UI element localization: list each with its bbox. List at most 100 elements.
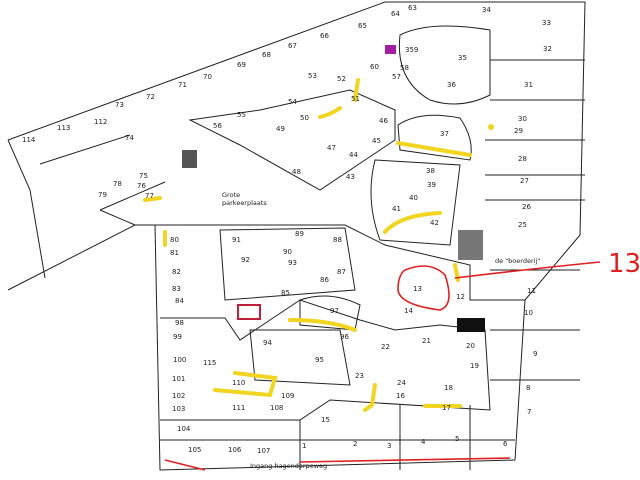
plot-number-84: 84 bbox=[175, 297, 184, 305]
plot-number-32: 32 bbox=[543, 45, 552, 53]
plot-number-9: 9 bbox=[533, 350, 537, 358]
plot-number-25: 25 bbox=[518, 221, 527, 229]
plot-number-95: 95 bbox=[315, 356, 324, 364]
plot-number-30: 30 bbox=[518, 115, 527, 123]
plot-number-5: 5 bbox=[455, 435, 459, 443]
plot-number-72: 72 bbox=[146, 93, 155, 101]
plot-number-67: 67 bbox=[288, 42, 297, 50]
plot-number-50: 50 bbox=[300, 114, 309, 122]
plot-number-44: 44 bbox=[349, 151, 358, 159]
farm-label: de "boerderij" bbox=[495, 257, 540, 265]
plot-number-74: 74 bbox=[125, 134, 134, 142]
plot-number-51: 51 bbox=[351, 95, 360, 103]
plot-number-109: 109 bbox=[281, 392, 294, 400]
marked-building bbox=[237, 304, 261, 320]
plot-number-87: 87 bbox=[337, 268, 346, 276]
plot-number-6: 6 bbox=[503, 440, 508, 448]
plot-number-90: 90 bbox=[283, 248, 292, 256]
plot-number-38: 38 bbox=[426, 167, 435, 175]
plot-number-70: 70 bbox=[203, 73, 212, 81]
plot-number-52: 52 bbox=[337, 75, 346, 83]
plot-number-114: 114 bbox=[22, 136, 36, 144]
plot-number-107: 107 bbox=[257, 447, 270, 455]
plot-number-100: 100 bbox=[173, 356, 186, 364]
plot-number-112: 112 bbox=[94, 118, 107, 126]
plot-number-82: 82 bbox=[172, 268, 181, 276]
entrance-label: Ingang hagendorpeweg bbox=[250, 462, 327, 470]
plot-number-73: 73 bbox=[115, 101, 124, 109]
plot-number-24: 24 bbox=[397, 379, 406, 387]
plot-number-28: 28 bbox=[518, 155, 527, 163]
parking-label-2: parkeerplaats bbox=[222, 199, 267, 207]
plot-number-45: 45 bbox=[372, 137, 381, 145]
plot-number-102: 102 bbox=[172, 392, 185, 400]
plot-number-13: 13 bbox=[413, 285, 422, 293]
plot-number-33: 33 bbox=[542, 19, 551, 27]
annotation-number: 13 bbox=[608, 249, 640, 279]
plot-number-76: 76 bbox=[137, 182, 146, 190]
plot-number-16: 16 bbox=[396, 392, 405, 400]
plot-number-26: 26 bbox=[522, 203, 531, 211]
plot-number-58: 58 bbox=[400, 64, 409, 72]
plot-number-359: 359 bbox=[405, 46, 418, 54]
plot-number-40: 40 bbox=[409, 194, 418, 202]
plot-number-15: 15 bbox=[321, 416, 330, 424]
plot-number-111: 111 bbox=[232, 404, 245, 412]
plot-number-36: 36 bbox=[447, 81, 456, 89]
plot-number-99: 99 bbox=[173, 333, 182, 341]
plot-number-48: 48 bbox=[292, 168, 301, 176]
plot-number-4: 4 bbox=[421, 438, 426, 446]
plot-number-97: 97 bbox=[330, 307, 339, 315]
plot-number-20: 20 bbox=[466, 342, 475, 350]
plot-number-39: 39 bbox=[427, 181, 436, 189]
plot-number-18: 18 bbox=[444, 384, 453, 392]
plot-number-42: 42 bbox=[430, 219, 439, 227]
plot-number-81: 81 bbox=[170, 249, 179, 257]
plot-number-17: 17 bbox=[442, 404, 451, 412]
plot-number-86: 86 bbox=[320, 276, 329, 284]
plot-number-75: 75 bbox=[139, 172, 148, 180]
plot-number-49: 49 bbox=[276, 125, 285, 133]
plot-number-22: 22 bbox=[381, 343, 390, 351]
plot-number-31: 31 bbox=[524, 81, 533, 89]
plot-number-88: 88 bbox=[333, 236, 342, 244]
storage-building bbox=[457, 318, 485, 332]
plot-number-55: 55 bbox=[237, 111, 246, 119]
plot-number-37: 37 bbox=[440, 130, 449, 138]
plot-number-80: 80 bbox=[170, 236, 179, 244]
plot-number-47: 47 bbox=[327, 144, 336, 152]
plot-number-92: 92 bbox=[241, 256, 250, 264]
plot-number-91: 91 bbox=[232, 236, 241, 244]
community-building bbox=[182, 150, 197, 168]
plot-number-2: 2 bbox=[353, 440, 357, 448]
plot-number-41: 41 bbox=[392, 205, 401, 213]
plot-number-11: 11 bbox=[527, 287, 536, 295]
plot-number-65: 65 bbox=[358, 22, 367, 30]
buildings bbox=[182, 45, 485, 332]
plot-number-98: 98 bbox=[175, 319, 184, 327]
plot-number-7: 7 bbox=[527, 408, 531, 416]
plot-number-66: 66 bbox=[320, 32, 329, 40]
plot-number-93: 93 bbox=[288, 259, 297, 267]
plot-number-85: 85 bbox=[281, 289, 290, 297]
plot-number-113: 113 bbox=[57, 124, 70, 132]
plot-number-3: 3 bbox=[387, 442, 391, 450]
plot-number-89: 89 bbox=[295, 230, 304, 238]
plot-number-64: 64 bbox=[391, 10, 400, 18]
plot-number-96: 96 bbox=[340, 333, 349, 341]
plot-number-43: 43 bbox=[346, 173, 355, 181]
plot-number-14: 14 bbox=[404, 307, 413, 315]
plot-number-54: 54 bbox=[288, 98, 297, 106]
plot-number-34: 34 bbox=[482, 6, 491, 14]
map-labels: Grote parkeerplaats de "boerderij" Ingan… bbox=[222, 191, 540, 470]
purple-marker bbox=[385, 45, 396, 54]
plot-number-8: 8 bbox=[526, 384, 530, 392]
plot-number-12: 12 bbox=[456, 293, 465, 301]
plot-number-79: 79 bbox=[98, 191, 107, 199]
plot-number-53: 53 bbox=[308, 72, 317, 80]
plot-number-115: 115 bbox=[203, 359, 216, 367]
plot-number-10: 10 bbox=[524, 309, 533, 317]
plot-number-68: 68 bbox=[262, 51, 271, 59]
